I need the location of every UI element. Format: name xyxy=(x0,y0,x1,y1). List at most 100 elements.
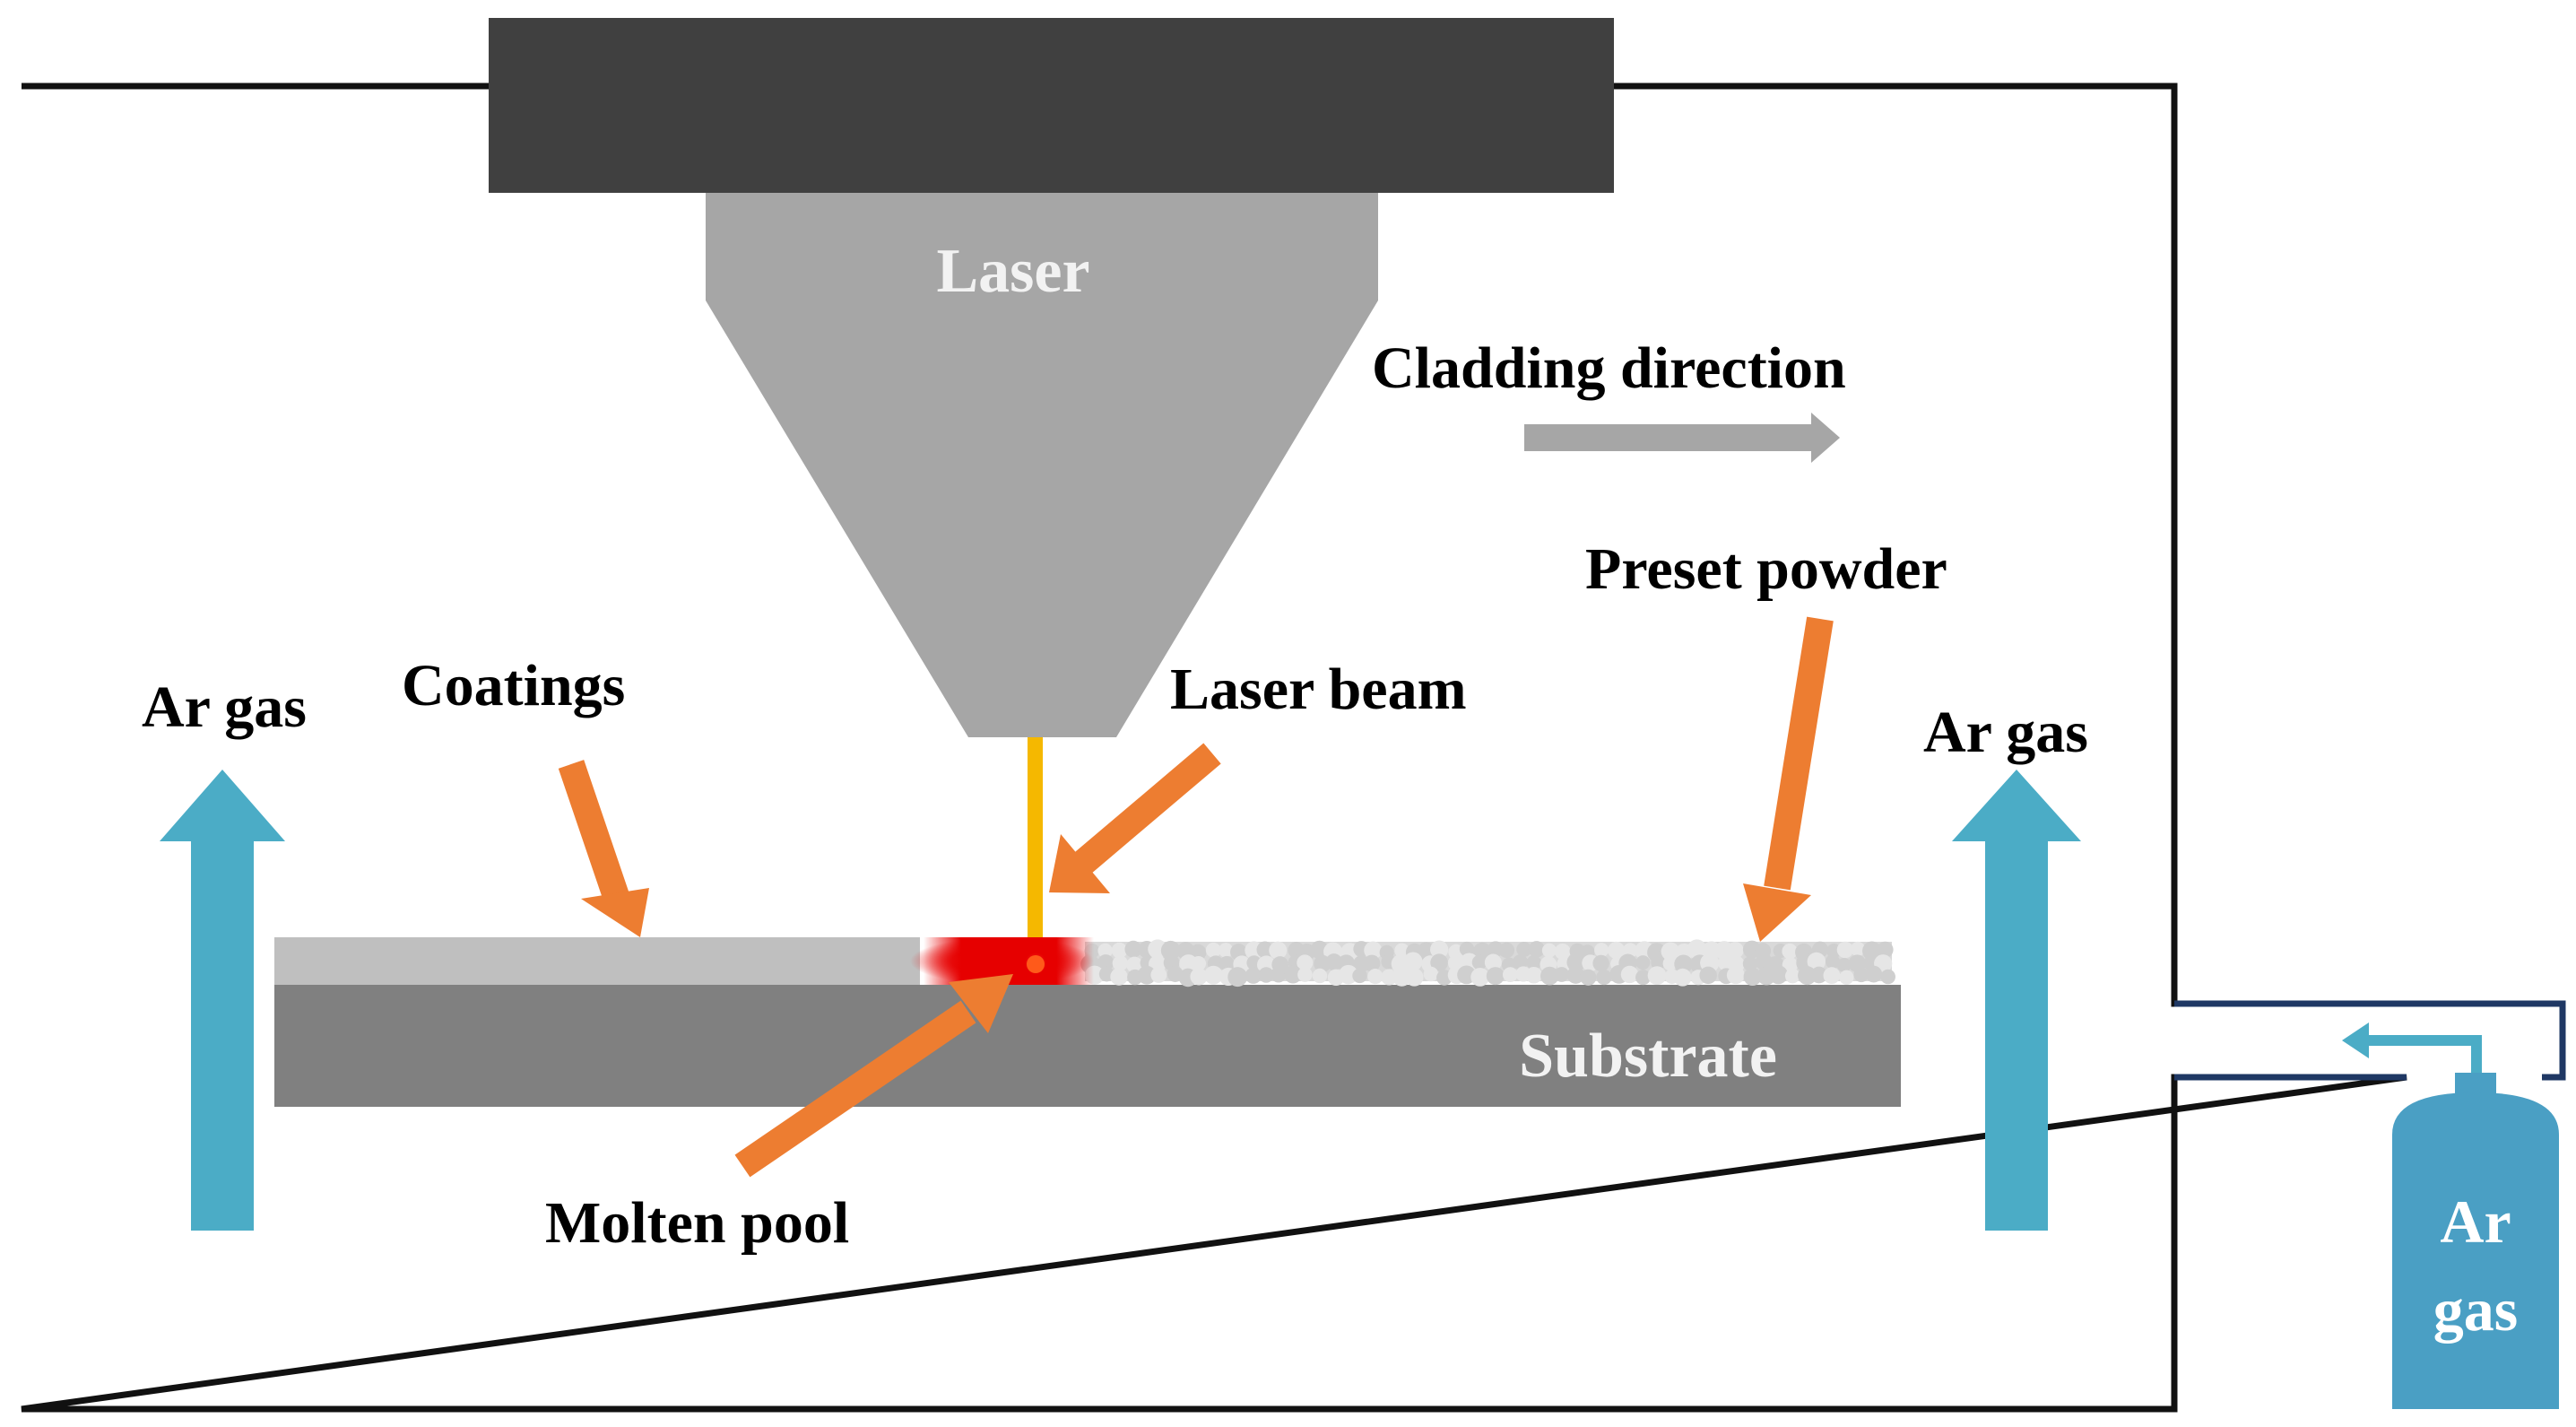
powder-particle xyxy=(1592,954,1609,972)
powder-particle xyxy=(1367,969,1383,985)
powder-particle xyxy=(1880,969,1895,985)
powder-particle xyxy=(1836,957,1852,973)
powder-particle xyxy=(1743,967,1762,987)
powder-particle xyxy=(1205,942,1221,958)
powder-particle xyxy=(1150,967,1167,983)
powder-particle xyxy=(1484,953,1502,971)
ar-gas-right-arrow xyxy=(1952,770,2081,1231)
powder-particle xyxy=(1566,966,1585,984)
powder-particle xyxy=(1271,966,1287,983)
preset-powder-pointer xyxy=(1743,616,1834,942)
powder-particle xyxy=(1726,966,1745,985)
powder-particle xyxy=(1850,941,1866,957)
powder-particle xyxy=(1111,942,1128,959)
powder-particle xyxy=(1312,968,1328,984)
laser-beam xyxy=(1028,737,1043,963)
laser-beam-label: Laser beam xyxy=(1170,657,1467,722)
powder-particle xyxy=(1784,968,1800,984)
coating-layer xyxy=(274,937,920,985)
powder-particle xyxy=(1112,955,1129,971)
powder-particle xyxy=(1635,970,1652,986)
powder-particle xyxy=(1423,966,1439,982)
powder-particle xyxy=(1124,940,1142,958)
molten-pool-core xyxy=(1027,955,1045,973)
laser-head xyxy=(706,193,1378,737)
powder-particle xyxy=(1862,941,1882,961)
powder-particle xyxy=(1502,967,1518,983)
powder-particle xyxy=(1097,943,1113,959)
powder-particle xyxy=(1620,965,1639,984)
powder-particle xyxy=(1256,941,1274,959)
powder-particle xyxy=(1608,941,1626,960)
powder-particle xyxy=(1699,966,1717,985)
powder-particle xyxy=(1877,941,1894,959)
powder-particle xyxy=(1245,967,1262,984)
coatings-label: Coatings xyxy=(402,653,625,718)
powder-particle xyxy=(1352,968,1367,984)
gas-cylinder xyxy=(2392,1073,2559,1409)
powder-particle xyxy=(1486,967,1505,986)
ar-gas-left-arrow xyxy=(160,770,285,1231)
laser-beam-pointer xyxy=(1049,743,1221,893)
powder-particle xyxy=(1566,953,1586,972)
powder-particle xyxy=(1218,943,1234,958)
powder-particle xyxy=(1594,943,1609,958)
powder-particle xyxy=(1853,967,1869,983)
powder-particle xyxy=(1137,965,1157,985)
powder-particle xyxy=(1297,967,1313,982)
powder-particle xyxy=(1219,955,1235,971)
molten-pool-label: Molten pool xyxy=(545,1190,849,1256)
powder-particle xyxy=(1807,952,1826,971)
ar-gas-right-label: Ar gas xyxy=(1923,700,2088,765)
powder-particle xyxy=(1160,940,1181,961)
powder-particle xyxy=(1661,942,1680,961)
powder-particle xyxy=(1554,943,1571,960)
powder-particle xyxy=(1525,966,1543,984)
cladding-direction-arrow xyxy=(1524,413,1840,463)
powder-particle xyxy=(1394,943,1409,959)
powder-particle xyxy=(1674,954,1693,974)
gas-cylinder-label-line1: Ar xyxy=(2440,1188,2511,1256)
powder-particle xyxy=(1339,964,1358,985)
powder-particle xyxy=(1227,967,1248,988)
powder-particle xyxy=(1097,954,1115,971)
powder-particle xyxy=(1580,969,1597,986)
powder-particle xyxy=(1540,966,1559,986)
powder-particle xyxy=(1782,943,1798,960)
powder-particle xyxy=(1459,941,1475,957)
powder-particle xyxy=(1430,940,1449,959)
powder-particle xyxy=(1203,965,1223,985)
powder-particle xyxy=(1687,939,1707,960)
powder-particle xyxy=(1470,967,1490,987)
powder-particle xyxy=(1516,942,1532,958)
substrate-label: Substrate xyxy=(1519,1022,1777,1091)
powder-particle xyxy=(1190,968,1208,986)
powder-particle xyxy=(1191,955,1207,971)
powder-particle xyxy=(1647,966,1667,986)
powder-particle xyxy=(1726,942,1744,959)
powder-particle xyxy=(1364,941,1383,960)
powder-particle xyxy=(1528,941,1545,958)
ar-gas-left-label: Ar gas xyxy=(142,674,307,740)
cladding-direction-label: Cladding direction xyxy=(1372,335,1846,401)
powder-particle xyxy=(1403,952,1423,971)
powder-particle xyxy=(1363,954,1381,972)
powder-particle xyxy=(1554,967,1570,982)
laser-label: Laser xyxy=(936,237,1089,306)
powder-particle xyxy=(1596,969,1612,986)
powder-particle xyxy=(1662,956,1678,971)
powder-particle xyxy=(1865,965,1883,983)
powder-particle xyxy=(1269,941,1288,960)
gas-cylinder-label-line2: gas xyxy=(2433,1275,2518,1344)
powder-particle xyxy=(1126,956,1143,973)
powder-particle xyxy=(1526,955,1541,970)
powder-particle xyxy=(1405,968,1424,987)
laser-housing xyxy=(489,18,1614,193)
powder-particle xyxy=(1825,953,1840,970)
powder-particle xyxy=(1810,966,1828,984)
powder-particle xyxy=(1742,956,1758,971)
gas-pipe xyxy=(2174,1000,2566,1081)
powder-particle xyxy=(1836,941,1854,959)
powder-particle xyxy=(1297,954,1314,971)
